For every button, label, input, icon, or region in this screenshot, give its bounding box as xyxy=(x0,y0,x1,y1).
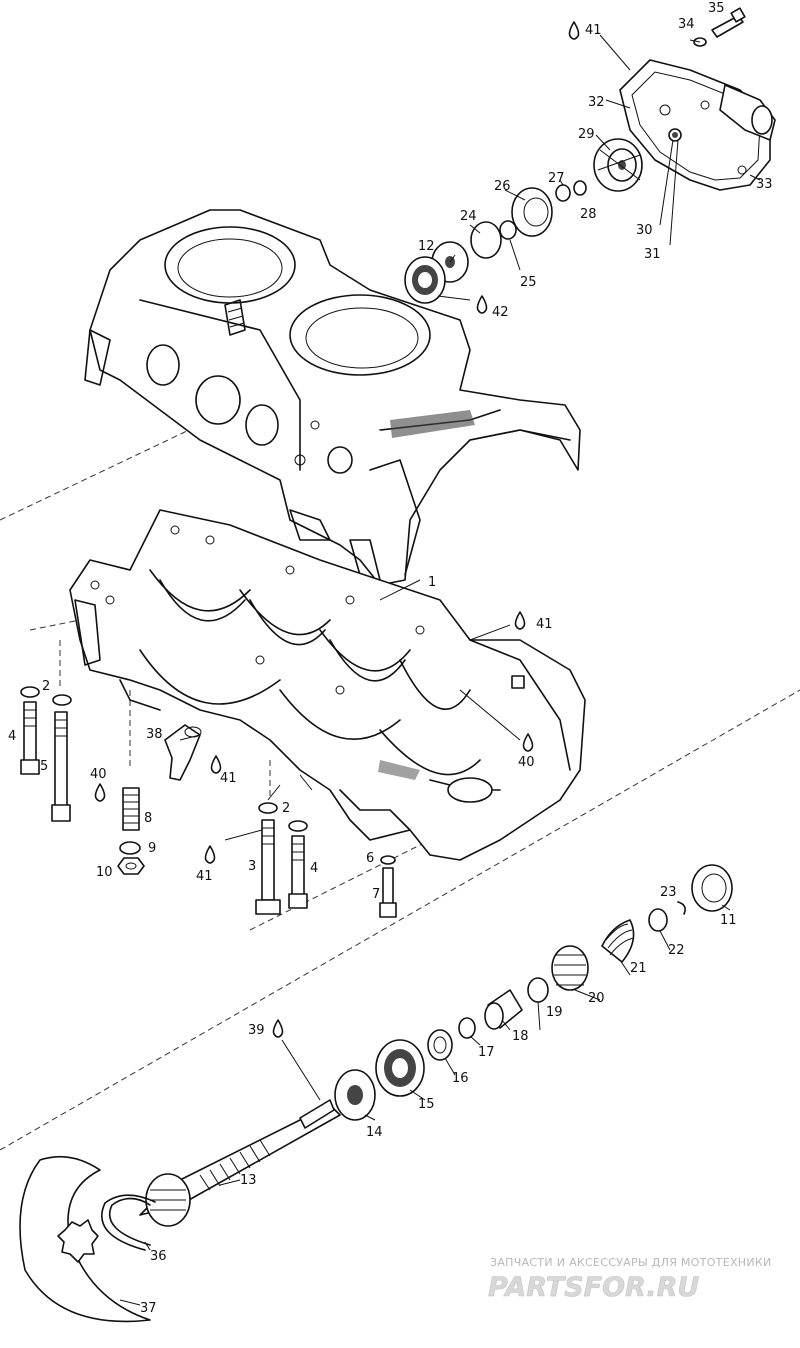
callout-1: 1 xyxy=(428,575,436,590)
callout-40: 40 xyxy=(518,755,535,770)
callout-32: 32 xyxy=(588,95,605,110)
washer-19 xyxy=(527,977,549,1003)
seal-26 xyxy=(511,187,553,237)
stud-fitting xyxy=(224,299,246,336)
callout-38: 38 xyxy=(146,727,163,742)
oil-drop-icons xyxy=(94,21,580,1038)
oil-drop-icon xyxy=(514,611,526,630)
callout-22: 22 xyxy=(668,943,685,958)
callout-13: 13 xyxy=(240,1173,257,1188)
callout-12: 12 xyxy=(418,239,435,254)
callout-26: 26 xyxy=(494,179,511,194)
lower-crankcase xyxy=(69,509,586,861)
callout-34: 34 xyxy=(678,17,695,32)
gear-13 xyxy=(145,1173,191,1227)
oil-drop-icon xyxy=(522,733,534,752)
callout-5: 5 xyxy=(40,759,48,774)
watermark-tagline: ЗАПЧАСТИ И АКСЕССУАРЫ ДЛЯ МОТОТЕХНИКИ xyxy=(490,1256,772,1269)
oil-drop-icon xyxy=(272,1019,284,1038)
callout-numbers: 35 34 41 32 29 33 27 26 28 30 24 12 31 2… xyxy=(8,1,773,1316)
callout-36: 36 xyxy=(150,1249,167,1264)
callout-2: 2 xyxy=(282,801,290,816)
callout-27: 27 xyxy=(548,171,565,186)
leader-lines xyxy=(119,34,761,1306)
callout-31: 31 xyxy=(644,247,661,262)
oil-drop-icon xyxy=(94,783,106,802)
callout-42: 42 xyxy=(492,305,509,320)
ring-17 xyxy=(458,1017,476,1039)
spring-21 xyxy=(601,919,635,963)
center-fasteners xyxy=(255,802,397,918)
bearing-top xyxy=(404,256,446,304)
callout-25: 25 xyxy=(520,275,537,290)
callout-28: 28 xyxy=(580,207,597,222)
callout-3: 3 xyxy=(248,859,256,874)
washer-22 xyxy=(648,908,668,932)
cap-11 xyxy=(691,864,733,912)
callout-23: 23 xyxy=(660,885,677,900)
callout-6: 6 xyxy=(366,851,374,866)
oil-drop-icon xyxy=(568,21,580,40)
callout-35: 35 xyxy=(708,1,725,16)
oil-drop-icon xyxy=(210,755,222,774)
pinion-20 xyxy=(551,945,589,991)
callout-19: 19 xyxy=(546,1005,563,1020)
callout-24: 24 xyxy=(460,209,477,224)
washer-28 xyxy=(573,180,587,196)
clip-23 xyxy=(677,901,686,915)
callout-40: 40 xyxy=(90,767,107,782)
callout-33: 33 xyxy=(756,177,773,192)
watermark: ЗАПЧАСТИ И АКСЕССУАРЫ ДЛЯ МОТОТЕХНИКИ PA… xyxy=(488,1256,772,1303)
callout-7: 7 xyxy=(372,887,380,902)
fitting-38 xyxy=(164,724,202,781)
callout-41: 41 xyxy=(220,771,237,786)
callout-39: 39 xyxy=(248,1023,265,1038)
washer-24 xyxy=(470,221,502,259)
callout-15: 15 xyxy=(418,1097,435,1112)
callout-30: 30 xyxy=(636,223,653,238)
callout-16: 16 xyxy=(452,1071,469,1086)
water-pump-assembly xyxy=(404,7,776,304)
callout-29: 29 xyxy=(578,127,595,142)
callout-2: 2 xyxy=(42,679,50,694)
callout-4: 4 xyxy=(8,729,16,744)
impeller xyxy=(593,138,643,192)
upper-crankcase xyxy=(84,209,581,586)
callout-37: 37 xyxy=(140,1301,157,1316)
callout-8: 8 xyxy=(144,811,152,826)
callout-41: 41 xyxy=(536,617,553,632)
callout-9: 9 xyxy=(148,841,156,856)
callout-17: 17 xyxy=(478,1045,495,1060)
callout-41: 41 xyxy=(585,23,602,38)
bearing-15 xyxy=(375,1039,425,1097)
callout-21: 21 xyxy=(630,961,647,976)
ring-25 xyxy=(499,220,517,240)
bolt-35 xyxy=(711,7,746,38)
washer-16 xyxy=(427,1029,453,1061)
callout-14: 14 xyxy=(366,1125,383,1140)
callout-41: 41 xyxy=(196,869,213,884)
washer-27 xyxy=(555,184,571,202)
watermark-logo: PARTSFOR.RU xyxy=(488,1272,699,1303)
callout-18: 18 xyxy=(512,1029,529,1044)
drive-shaft-assembly xyxy=(19,864,733,1323)
left-fasteners xyxy=(20,686,145,875)
callout-4: 4 xyxy=(310,861,318,876)
oil-drop-icon xyxy=(204,845,216,864)
callout-20: 20 xyxy=(588,991,605,1006)
callout-10: 10 xyxy=(96,865,113,880)
oil-drop-icon xyxy=(476,295,488,314)
callout-11: 11 xyxy=(720,913,737,928)
